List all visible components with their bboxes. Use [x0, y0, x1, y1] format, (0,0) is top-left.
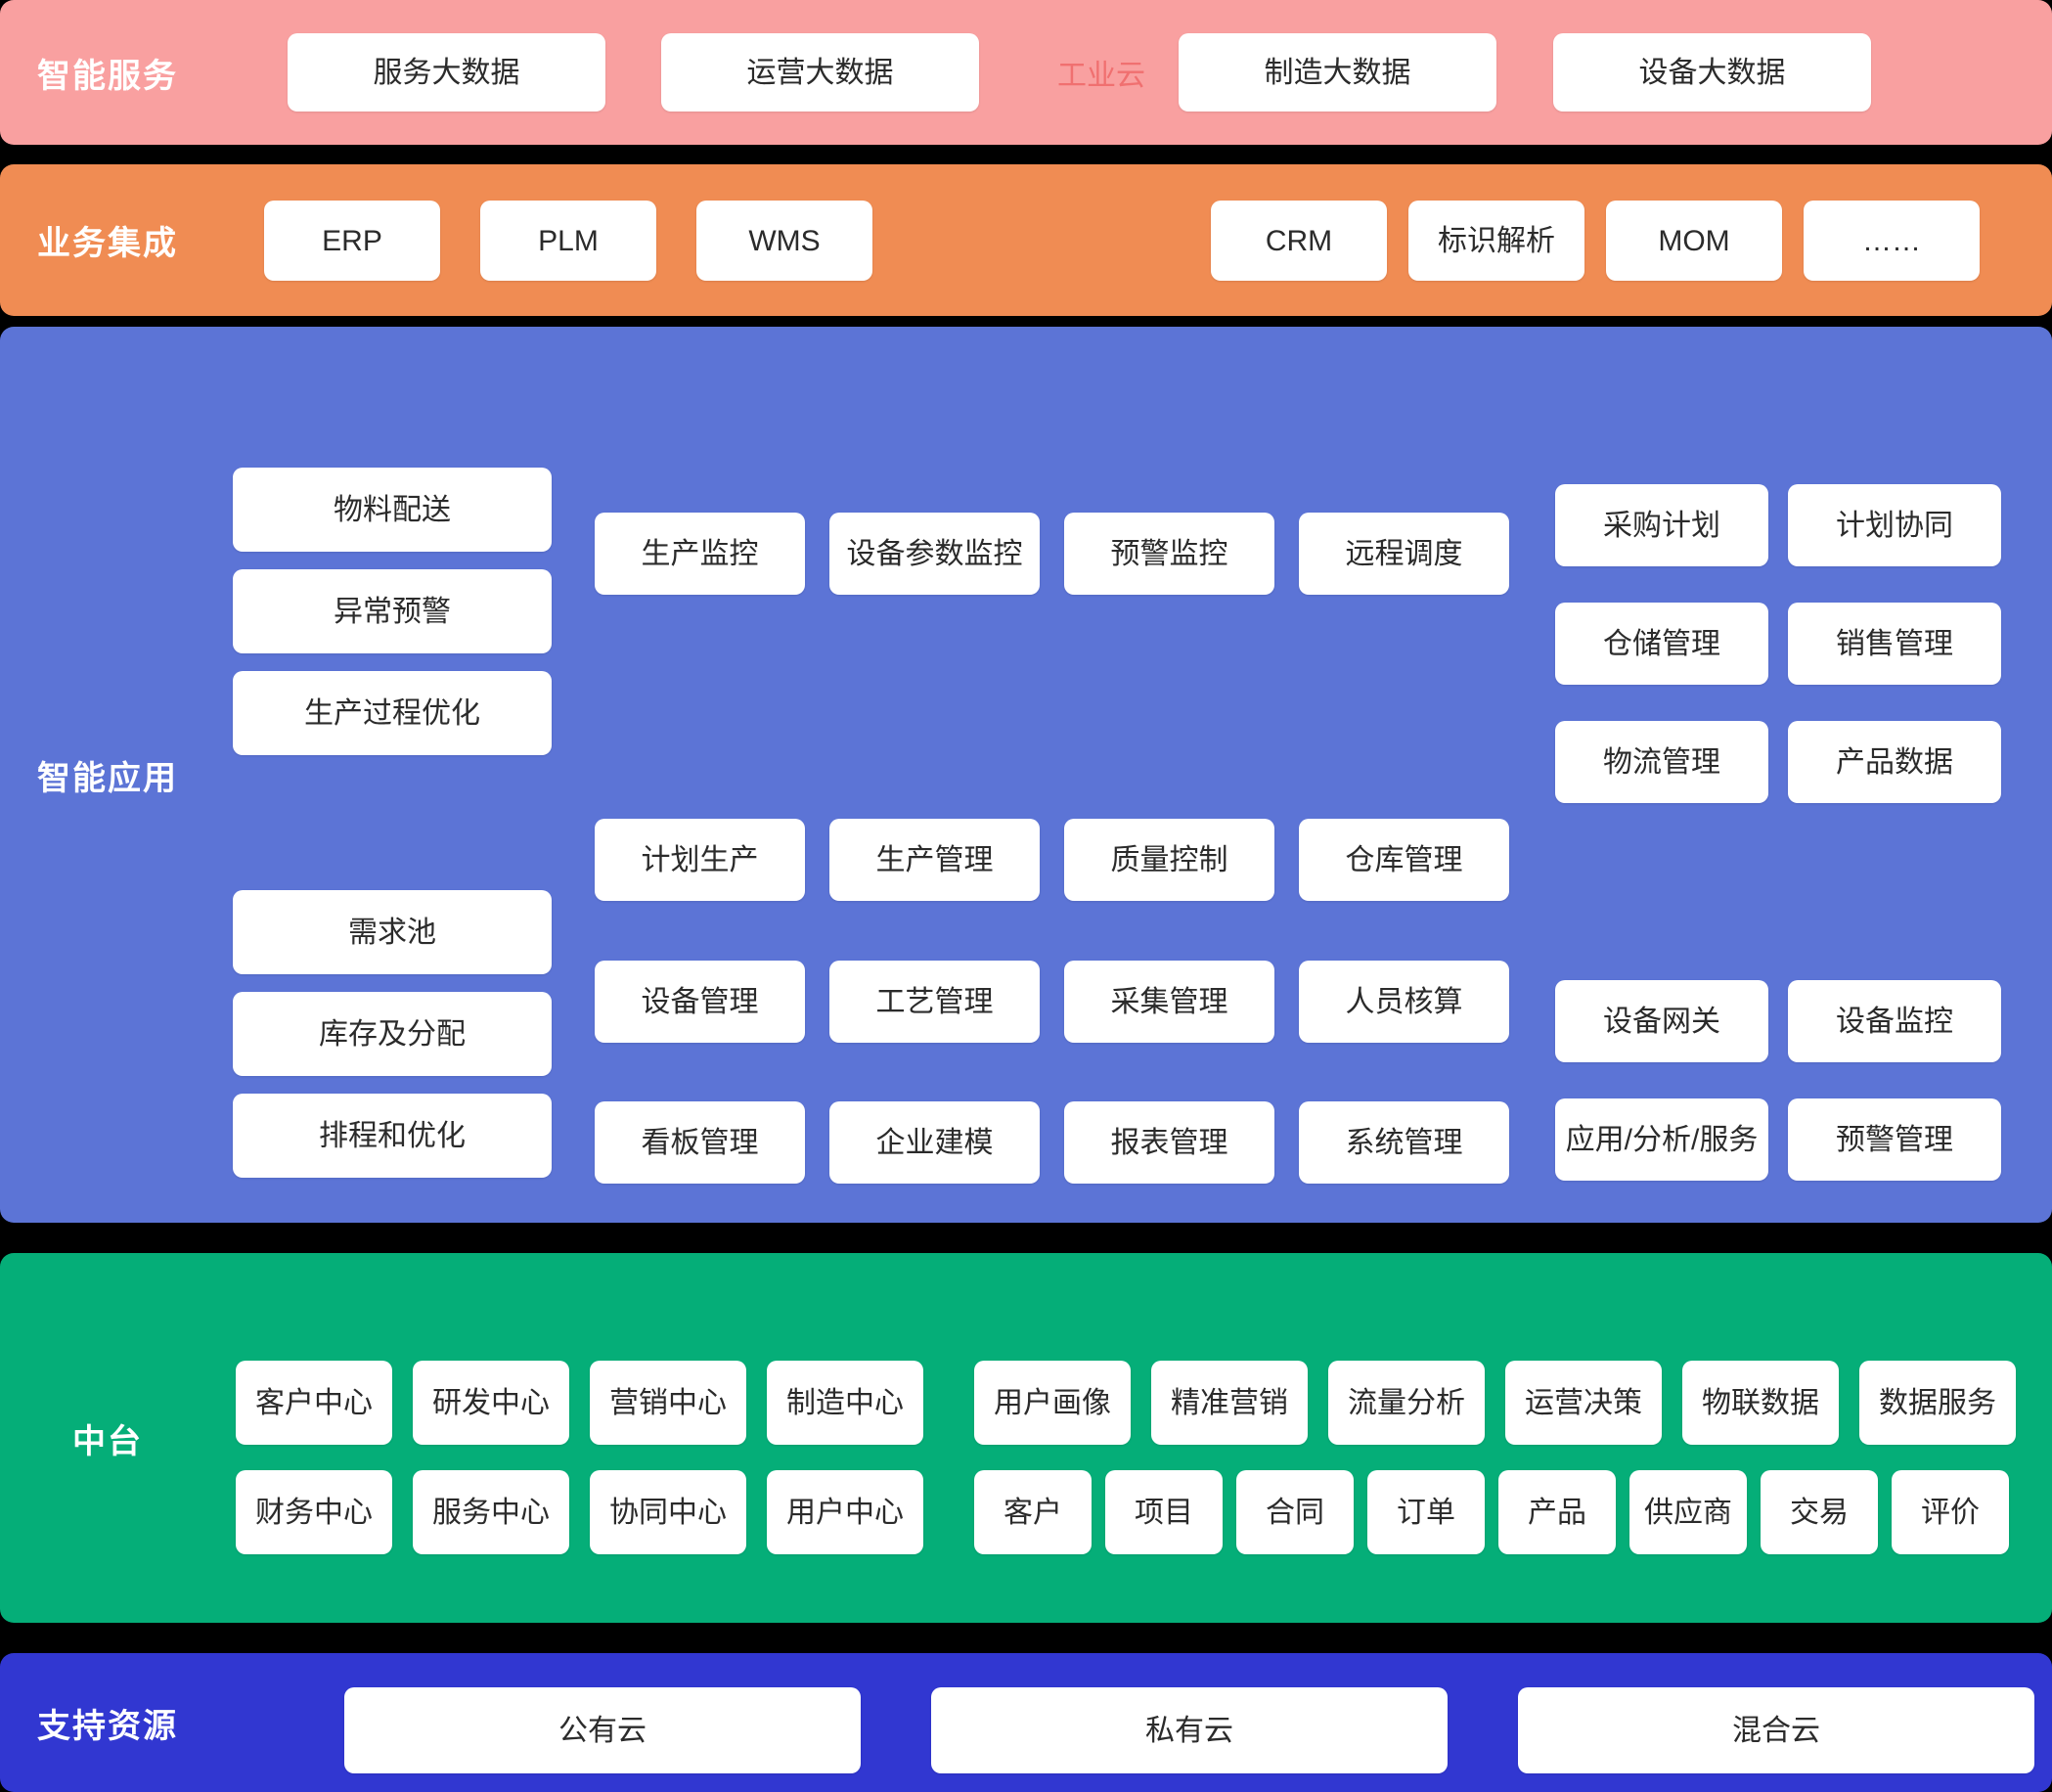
- middle-b-r1-c6[interactable]: 数据服务: [1859, 1361, 2016, 1445]
- industrial-cloud-watermark: 工业云: [1057, 60, 1145, 92]
- app-mid-r2-c4[interactable]: 仓库管理: [1299, 819, 1509, 901]
- app-right-top-r1-c1[interactable]: 采购计划: [1555, 484, 1768, 566]
- middle-b-r2-c4[interactable]: 订单: [1367, 1470, 1485, 1554]
- middle-b-r2-c8[interactable]: 评价: [1892, 1470, 2009, 1554]
- integration-card-erp[interactable]: ERP: [264, 201, 440, 281]
- app-left-card-1[interactable]: 物料配送: [233, 468, 552, 552]
- middle-b-r2-c1[interactable]: 客户: [974, 1470, 1092, 1554]
- band-intelligent-application: 智能应用 物料配送 异常预警 生产过程优化 需求池 库存及分配 排程和优化 生产…: [0, 327, 2052, 1223]
- middle-b-r1-c2[interactable]: 精准营销: [1151, 1361, 1308, 1445]
- band-label-business-integration: 业务集成: [37, 225, 178, 262]
- middle-b-r1-c4[interactable]: 运营决策: [1505, 1361, 1662, 1445]
- app-mid-r1-c2[interactable]: 设备参数监控: [829, 513, 1040, 595]
- app-left-card-4[interactable]: 需求池: [233, 890, 552, 974]
- band-label-intelligent-application: 智能应用: [37, 759, 178, 797]
- middle-b-r1-c3[interactable]: 流量分析: [1328, 1361, 1485, 1445]
- app-left-card-5[interactable]: 库存及分配: [233, 992, 552, 1076]
- band-intelligent-service: 智能服务 服务大数据 运营大数据 工业云 制造大数据 设备大数据: [0, 0, 2052, 145]
- middle-b-r2-c6[interactable]: 供应商: [1629, 1470, 1747, 1554]
- app-mid-r4-c1[interactable]: 看板管理: [595, 1101, 805, 1184]
- band-label-support-resource: 支持资源: [37, 1707, 178, 1745]
- middle-a-r2-c4[interactable]: 用户中心: [767, 1470, 923, 1554]
- app-right-bottom-r2-c1[interactable]: 应用/分析/服务: [1555, 1098, 1768, 1181]
- app-right-top-r2-c1[interactable]: 仓储管理: [1555, 603, 1768, 685]
- app-mid-r3-c4[interactable]: 人员核算: [1299, 961, 1509, 1043]
- app-mid-r4-c2[interactable]: 企业建模: [829, 1101, 1040, 1184]
- integration-card-identity-resolution[interactable]: 标识解析: [1408, 201, 1584, 281]
- integration-card-more[interactable]: ……: [1804, 201, 1980, 281]
- band-middle-platform: 中台 客户中心 研发中心 营销中心 制造中心 财务中心 服务中心 协同中心 用户…: [0, 1253, 2052, 1623]
- resource-card-private-cloud[interactable]: 私有云: [931, 1687, 1448, 1773]
- app-mid-r3-c2[interactable]: 工艺管理: [829, 961, 1040, 1043]
- app-mid-r1-c1[interactable]: 生产监控: [595, 513, 805, 595]
- app-right-bottom-r1-c2[interactable]: 设备监控: [1788, 980, 2001, 1062]
- app-right-top-r2-c2[interactable]: 销售管理: [1788, 603, 2001, 685]
- middle-b-r2-c3[interactable]: 合同: [1236, 1470, 1354, 1554]
- app-right-bottom-r1-c1[interactable]: 设备网关: [1555, 980, 1768, 1062]
- middle-b-r1-c1[interactable]: 用户画像: [974, 1361, 1131, 1445]
- middle-a-r2-c1[interactable]: 财务中心: [236, 1470, 392, 1554]
- app-right-top-r3-c1[interactable]: 物流管理: [1555, 721, 1768, 803]
- integration-card-wms[interactable]: WMS: [696, 201, 872, 281]
- app-mid-r1-c4[interactable]: 远程调度: [1299, 513, 1509, 595]
- app-mid-r3-c1[interactable]: 设备管理: [595, 961, 805, 1043]
- band-support-resource: 支持资源 公有云 私有云 混合云: [0, 1653, 2052, 1792]
- app-left-card-2[interactable]: 异常预警: [233, 569, 552, 653]
- resource-card-hybrid-cloud[interactable]: 混合云: [1518, 1687, 2034, 1773]
- middle-b-r2-c5[interactable]: 产品: [1498, 1470, 1616, 1554]
- app-mid-r2-c2[interactable]: 生产管理: [829, 819, 1040, 901]
- resource-card-public-cloud[interactable]: 公有云: [344, 1687, 861, 1773]
- band-label-intelligent-service: 智能服务: [37, 57, 178, 95]
- service-card-4[interactable]: 设备大数据: [1553, 33, 1871, 112]
- middle-b-r1-c5[interactable]: 物联数据: [1682, 1361, 1839, 1445]
- integration-card-crm[interactable]: CRM: [1211, 201, 1387, 281]
- app-left-card-3[interactable]: 生产过程优化: [233, 671, 552, 755]
- service-card-1[interactable]: 服务大数据: [288, 33, 605, 112]
- integration-card-plm[interactable]: PLM: [480, 201, 656, 281]
- middle-b-r2-c2[interactable]: 项目: [1105, 1470, 1223, 1554]
- app-mid-r3-c3[interactable]: 采集管理: [1064, 961, 1274, 1043]
- middle-a-r1-c4[interactable]: 制造中心: [767, 1361, 923, 1445]
- app-right-top-r3-c2[interactable]: 产品数据: [1788, 721, 2001, 803]
- app-mid-r4-c3[interactable]: 报表管理: [1064, 1101, 1274, 1184]
- app-mid-r1-c3[interactable]: 预警监控: [1064, 513, 1274, 595]
- service-card-3[interactable]: 制造大数据: [1179, 33, 1496, 112]
- middle-a-r1-c2[interactable]: 研发中心: [413, 1361, 569, 1445]
- band-label-middle-platform: 中台: [72, 1422, 143, 1460]
- service-card-2[interactable]: 运营大数据: [661, 33, 979, 112]
- app-mid-r4-c4[interactable]: 系统管理: [1299, 1101, 1509, 1184]
- middle-a-r1-c3[interactable]: 营销中心: [590, 1361, 746, 1445]
- middle-a-r1-c1[interactable]: 客户中心: [236, 1361, 392, 1445]
- app-mid-r2-c1[interactable]: 计划生产: [595, 819, 805, 901]
- middle-b-r2-c7[interactable]: 交易: [1761, 1470, 1878, 1554]
- app-mid-r2-c3[interactable]: 质量控制: [1064, 819, 1274, 901]
- app-left-card-6[interactable]: 排程和优化: [233, 1094, 552, 1178]
- app-right-bottom-r2-c2[interactable]: 预警管理: [1788, 1098, 2001, 1181]
- middle-a-r2-c3[interactable]: 协同中心: [590, 1470, 746, 1554]
- integration-card-mom[interactable]: MOM: [1606, 201, 1782, 281]
- app-right-top-r1-c2[interactable]: 计划协同: [1788, 484, 2001, 566]
- band-business-integration: 业务集成 ERP PLM WMS CRM 标识解析 MOM ……: [0, 164, 2052, 316]
- middle-a-r2-c2[interactable]: 服务中心: [413, 1470, 569, 1554]
